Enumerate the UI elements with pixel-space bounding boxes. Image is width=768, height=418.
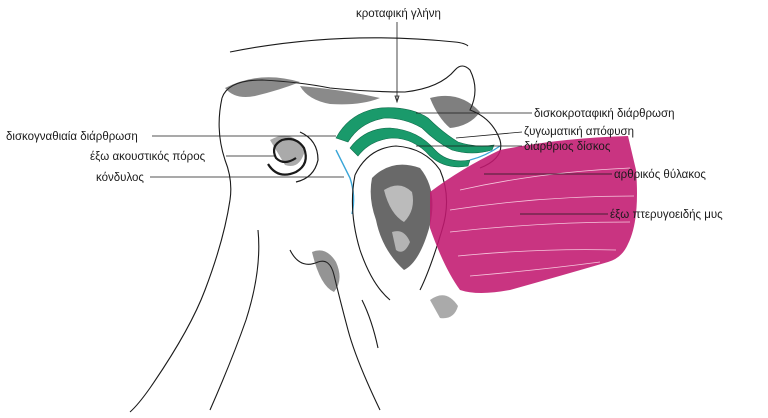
label-external-acoustic-meatus: έξω ακουστικός πόρος bbox=[90, 151, 206, 163]
label-glenoid-fossa: κροταφική γλήνη bbox=[356, 8, 441, 20]
label-discomandibular-joint: δισκογναθιαία διάρθρωση bbox=[6, 131, 138, 143]
label-articular-disc: διάρθριος δίσκος bbox=[524, 141, 611, 153]
label-joint-capsule: αρθρικός θύλακος bbox=[614, 169, 706, 181]
label-condyle: κόνδυλος bbox=[96, 172, 144, 184]
skull-base-outline bbox=[230, 38, 468, 52]
lateral-pterygoid-muscle bbox=[430, 136, 637, 293]
label-lateral-pterygoid: έξω πτερυγοειδής μυς bbox=[610, 209, 723, 221]
synovial-membrane bbox=[336, 150, 354, 214]
label-discotemporal-joint: δισκοκροταφική διάρθρωση bbox=[534, 108, 675, 120]
label-zygomatic-process: ζυγωματική απόφυση bbox=[524, 126, 634, 138]
